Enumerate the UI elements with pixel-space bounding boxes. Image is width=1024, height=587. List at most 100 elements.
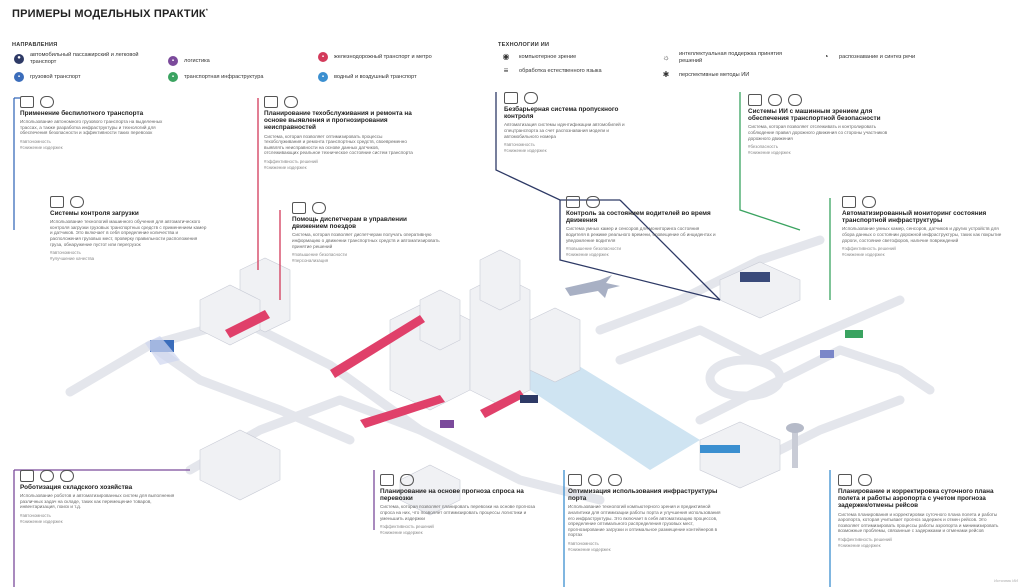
card-title: Контроль за состоянием водителей во врем… [566, 210, 711, 225]
card-text: Использование технологий машинного обуче… [50, 219, 207, 247]
trains [225, 310, 525, 428]
eye-icon [586, 196, 600, 208]
legend-item-rail: ▪ железнодорожный транспорт и метро [318, 52, 449, 62]
card-tags: #эффективность решений #снижение издерже… [838, 536, 892, 548]
card-tags: #автономность #улучшение качества [50, 250, 95, 261]
eye-icon [70, 196, 84, 208]
card-tags: #повышение безопасности #снижение издерж… [566, 246, 622, 257]
card-title: Безбарьерная система пропускного контрол… [504, 106, 619, 121]
card-icons [50, 196, 208, 208]
card-title: Системы контроля загрузки [50, 210, 139, 217]
card-icons [748, 94, 888, 106]
card-icons [842, 196, 1002, 208]
train-icon [292, 202, 306, 214]
ship-icon: ▪ [318, 72, 328, 82]
practice-card-maintenance: Планирование техобслуживания и ремонта н… [264, 96, 414, 170]
bulb-icon [400, 474, 414, 486]
bulb-icon [788, 94, 802, 106]
tech-item-vision: ◉ компьютерное зрение [500, 52, 577, 61]
card-icons [20, 96, 180, 108]
ship-icon [568, 474, 582, 486]
road-icon [748, 94, 762, 106]
practice-card-warehouse: Роботизация складского хозяйства Использ… [20, 470, 176, 524]
card-text: Использование технологий компьютерного з… [568, 504, 721, 538]
card-text: Использование умных камер, сенсоров, дат… [842, 226, 1002, 243]
road-icon: ▪ [168, 72, 178, 82]
card-tags: #повышение безопасности #персонализация [292, 252, 348, 263]
car-icon [504, 92, 518, 104]
plane-icon [838, 474, 852, 486]
card-icons [504, 92, 644, 104]
practice-card-road-safety: Системы ИИ с машинным зрением для обеспе… [748, 94, 888, 155]
bulb-icon [858, 474, 872, 486]
card-icons [566, 196, 716, 208]
roundabout [705, 355, 785, 401]
legend-item-car: ● автомобильный пассажирский и легковой … [14, 52, 145, 65]
card-tags: #эффективность решений #снижение издерже… [842, 246, 896, 257]
road-icon [842, 196, 856, 208]
box-icon: ▪ [168, 56, 178, 66]
card-tags: #автономность #снижение издержек [568, 540, 611, 552]
brain-icon [40, 470, 54, 482]
legend-item-logistics: ▪ логистика [168, 56, 299, 66]
tech-item-decision: ☼ интеллектуальная поддержка принятия ре… [660, 51, 799, 64]
card-text: Система, которая позволяет отслеживать и… [748, 124, 888, 141]
practice-card-airport: Планирование и корректировка суточного п… [838, 474, 1008, 548]
tech-item-advanced: ✱ перспективные методы ИИ [660, 71, 750, 79]
eye-icon [60, 470, 74, 482]
card-title: Планирование техобслуживания и ремонта н… [264, 110, 412, 132]
truck-icon [20, 96, 34, 108]
card-text: Автоматизация системы идентификации авто… [504, 122, 625, 139]
card-text: Система умных камер и сенсоров для монит… [566, 226, 716, 243]
bulb-icon [284, 96, 298, 108]
eye-icon: ◉ [502, 52, 510, 61]
eye-icon [862, 196, 876, 208]
practice-card-driver-monitoring: Контроль за состоянием водителей во врем… [566, 196, 716, 257]
car-icon: ● [14, 53, 24, 64]
card-text: Система, которая позволяет оптимизироват… [264, 133, 413, 156]
practice-card-dispatcher: Помощь диспетчерам в управлении движение… [292, 202, 442, 263]
train-icon [264, 96, 278, 108]
speech-icon: ◔ [823, 52, 829, 61]
car-icon [566, 196, 580, 208]
eye-icon [768, 94, 782, 106]
box-icon [20, 470, 34, 482]
card-tags: #автономность #снижение издержек [20, 512, 63, 524]
control-tower [792, 428, 798, 468]
practice-card-port: Оптимизация использования инфраструктуры… [568, 474, 728, 552]
card-text: Использование автономного грузового тран… [20, 119, 163, 136]
eye-icon [588, 474, 602, 486]
card-icons [380, 474, 540, 486]
practice-card-load-control: Системы контроля загрузки Использование … [50, 196, 208, 261]
practice-card-demand-planning: Планирование на основе прогноза спроса н… [380, 474, 540, 535]
card-title: Планирование и корректировка суточного п… [838, 488, 994, 510]
practice-card-infra-monitoring: Автоматизированный мониторинг состояния … [842, 196, 1002, 257]
tech-item-speech: ◔ распознавание и синтез речи [820, 52, 916, 61]
legend-item-truck: ▪ грузовой транспорт [14, 72, 145, 82]
card-title: Планирование на основе прогноза спроса н… [380, 488, 524, 503]
footer-note: Источник ИИ [994, 578, 1018, 583]
card-icons [568, 474, 728, 486]
bulb-icon [608, 474, 622, 486]
legend-item-infrastructure: ▪ транспортная инфраструктура [168, 72, 299, 82]
tech-item-nlp: ≡ обработка естественного языка [500, 67, 602, 75]
card-title: Помощь диспетчерам в управлении движение… [292, 216, 407, 231]
vehicles [145, 272, 863, 453]
practice-card-autonomous: Применение беспилотного транспорта Испол… [20, 96, 180, 150]
card-icons [292, 202, 442, 214]
card-tags: #автономность #снижение издержек [504, 142, 547, 153]
card-title: Автоматизированный мониторинг состояния … [842, 210, 987, 225]
card-tags: #эффективность решений #снижение издерже… [380, 524, 434, 535]
card-text: Использование роботов и автоматизированн… [20, 493, 175, 510]
legend-item-water-air: ▪ водный и воздушный транспорт [318, 72, 474, 82]
brain-icon [40, 96, 54, 108]
card-title: Роботизация складского хозяйства [20, 484, 133, 491]
train-icon: ▪ [318, 52, 328, 62]
truck-icon [50, 196, 64, 208]
card-tags: #автономность #снижение издержек [20, 138, 63, 150]
card-tags: #безопасность #снижение издержек [748, 144, 791, 155]
technologies-label: ТЕХНОЛОГИИ ИИ [498, 42, 550, 48]
bulb-icon [312, 202, 326, 214]
card-icons [838, 474, 1008, 486]
